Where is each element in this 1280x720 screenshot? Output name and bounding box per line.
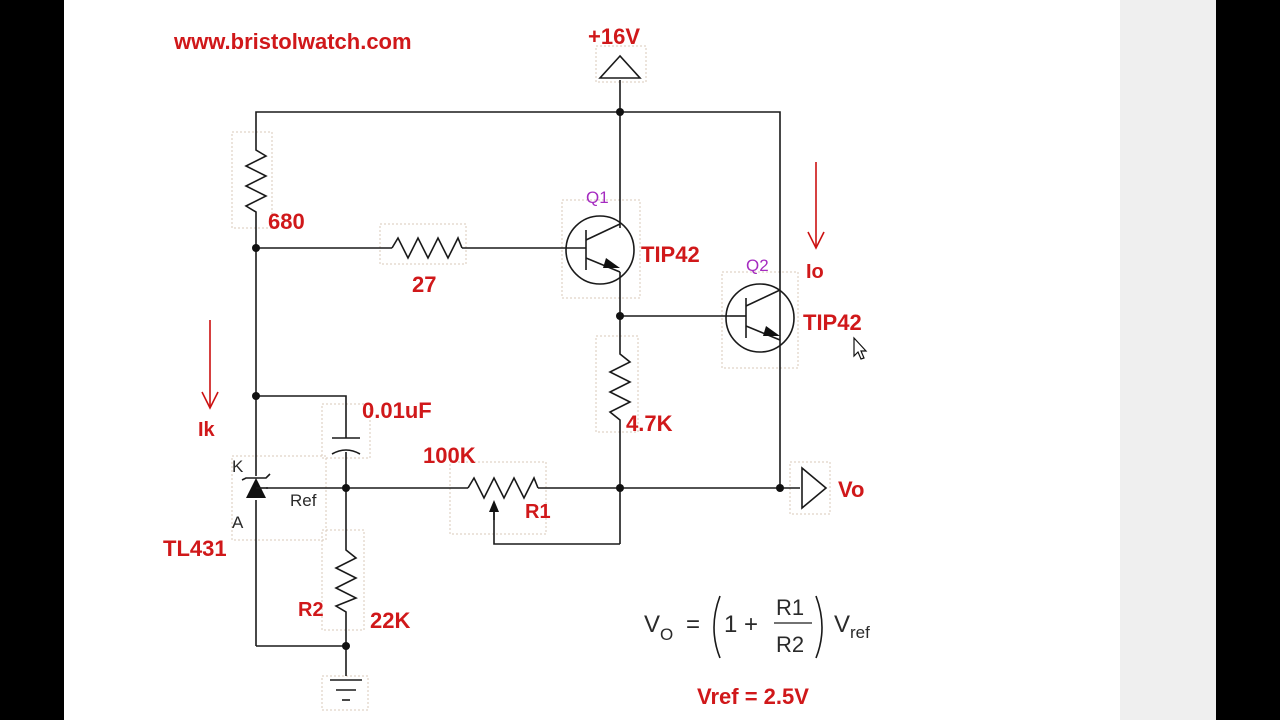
formula-rhs-sub: ref	[850, 623, 870, 642]
ground-symbol	[330, 679, 362, 701]
gain-formula: V O = 1 + R1 R2 V ref	[644, 595, 870, 659]
pot-name-label: R1	[525, 501, 551, 523]
q2-name-label: Q2	[746, 256, 769, 275]
schematic-page	[64, 0, 1120, 720]
formula-lhs-sub: O	[660, 625, 673, 644]
vref-note: Vref = 2.5V	[697, 684, 809, 709]
resistor-4k7	[608, 350, 632, 422]
resistor-r2	[334, 546, 358, 614]
pin-ref-label: Ref	[290, 491, 317, 510]
resistor-680	[244, 144, 268, 214]
potentiometer-r1	[467, 476, 539, 520]
junction-dots	[252, 108, 784, 650]
formula-rhs: V	[834, 611, 850, 638]
tl431-label: TL431	[163, 536, 227, 561]
io-current-label: Io	[806, 261, 824, 283]
output-label: Vo	[838, 477, 864, 502]
supply-voltage-label: +16V	[588, 24, 640, 49]
formula-numerator: R1	[776, 595, 804, 620]
formula-denominator: R2	[776, 632, 804, 657]
resistor-27-label: 27	[412, 272, 436, 297]
capacitor	[331, 437, 361, 455]
capacitor-label: 0.01uF	[362, 398, 432, 423]
formula-one-plus: 1 +	[724, 611, 758, 638]
ik-current-label: Ik	[198, 419, 216, 441]
formula-lhs: V	[644, 611, 660, 638]
pot-value-label: 100K	[423, 443, 476, 468]
output-port-symbol	[801, 466, 828, 510]
pin-a-label: A	[232, 513, 244, 532]
pin-k-label: K	[232, 457, 244, 476]
mouse-cursor-icon	[853, 336, 868, 360]
resistor-27	[391, 236, 463, 260]
current-arrow-io	[807, 162, 825, 250]
tl431-symbol	[241, 473, 271, 498]
transistor-q1	[565, 215, 635, 285]
website-label: www.bristolwatch.com	[173, 29, 412, 54]
r2-name-label: R2	[298, 599, 324, 621]
q1-name-label: Q1	[586, 188, 609, 207]
resistor-4k7-label: 4.7K	[626, 411, 673, 436]
formula-equals: =	[686, 611, 700, 638]
r2-value-label: 22K	[370, 608, 410, 633]
resistor-680-label: 680	[268, 209, 305, 234]
current-arrow-ik	[201, 320, 219, 410]
supply-symbol	[598, 54, 642, 79]
transistor-q2	[725, 283, 795, 353]
q1-part-label: TIP42	[641, 242, 700, 267]
page-gutter	[1120, 0, 1216, 720]
q2-part-label: TIP42	[803, 310, 862, 335]
